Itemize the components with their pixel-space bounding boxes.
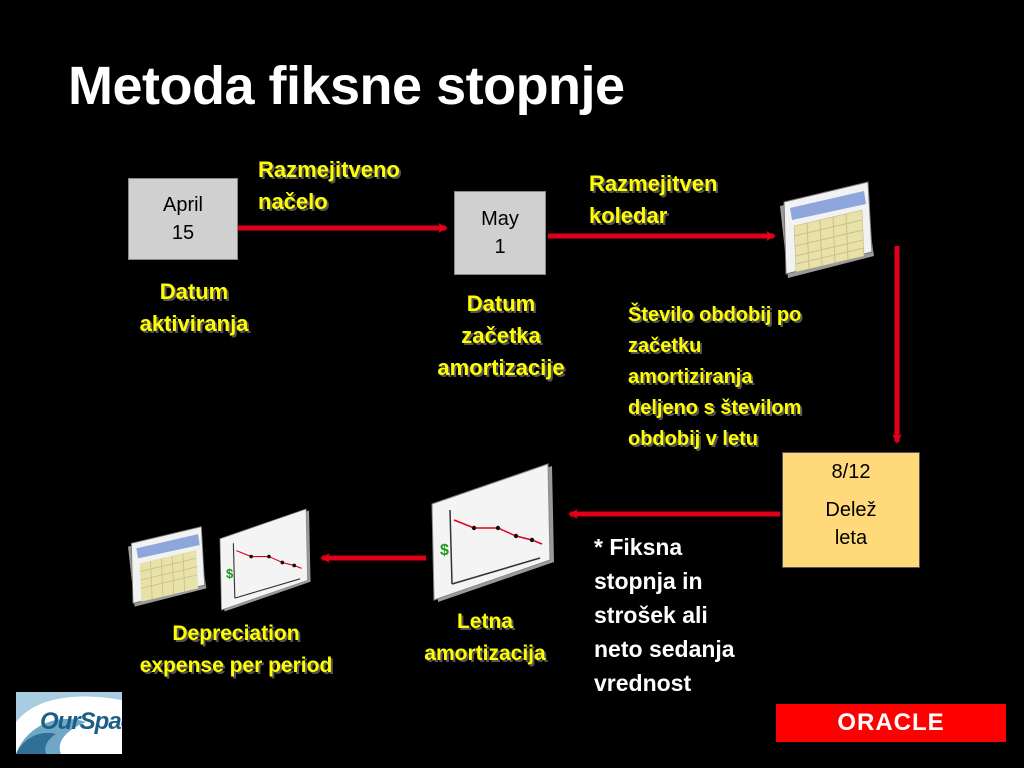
rate-note: * Fiksna stopnja in strošek ali neto sed… — [594, 534, 735, 696]
annual-label: Letna amortizacija — [424, 610, 546, 665]
activation-date-label: Datum aktiviranja — [139, 279, 249, 336]
oracle-logo: ORACLE — [776, 704, 1006, 742]
dollar-icon: $ — [440, 542, 449, 559]
slide-title: Metoda fiksne stopnje — [68, 56, 625, 116]
annual-chart-icon: $ — [431, 463, 556, 602]
per-period-label: Depreciation expense per period — [139, 622, 333, 677]
small-calendar-icon — [128, 526, 207, 607]
period-chart-icon: $ — [219, 508, 312, 612]
activation-day: 15 — [171, 222, 195, 244]
start-month: May — [481, 208, 519, 230]
activation-date-box: April 15 — [128, 178, 238, 260]
start-date-box: May 1 — [454, 191, 546, 275]
start-day: 1 — [494, 236, 506, 258]
small-dollar-icon: $ — [226, 566, 234, 581]
convention-label: Razmejitveno načelo — [258, 157, 400, 214]
fraction-note: Število obdobij po začetku amortiziranja… — [628, 304, 802, 450]
fraction-value: 8/12 — [831, 461, 871, 483]
calendar-icon — [780, 181, 874, 278]
ourspace-wordmark: OurSpace — [40, 708, 122, 735]
oracle-wordmark: ORACLE — [837, 709, 945, 736]
activation-month: April — [162, 194, 203, 216]
start-date-label: Datum začetka amortizacije — [437, 291, 565, 380]
ourspace-logo: OurSpace — [16, 692, 122, 754]
fraction-box: 8/12 Delež leta — [782, 452, 920, 568]
calendar-label: Razmejitven koledar — [589, 171, 718, 228]
fraction-desc: Delež leta — [825, 499, 877, 549]
